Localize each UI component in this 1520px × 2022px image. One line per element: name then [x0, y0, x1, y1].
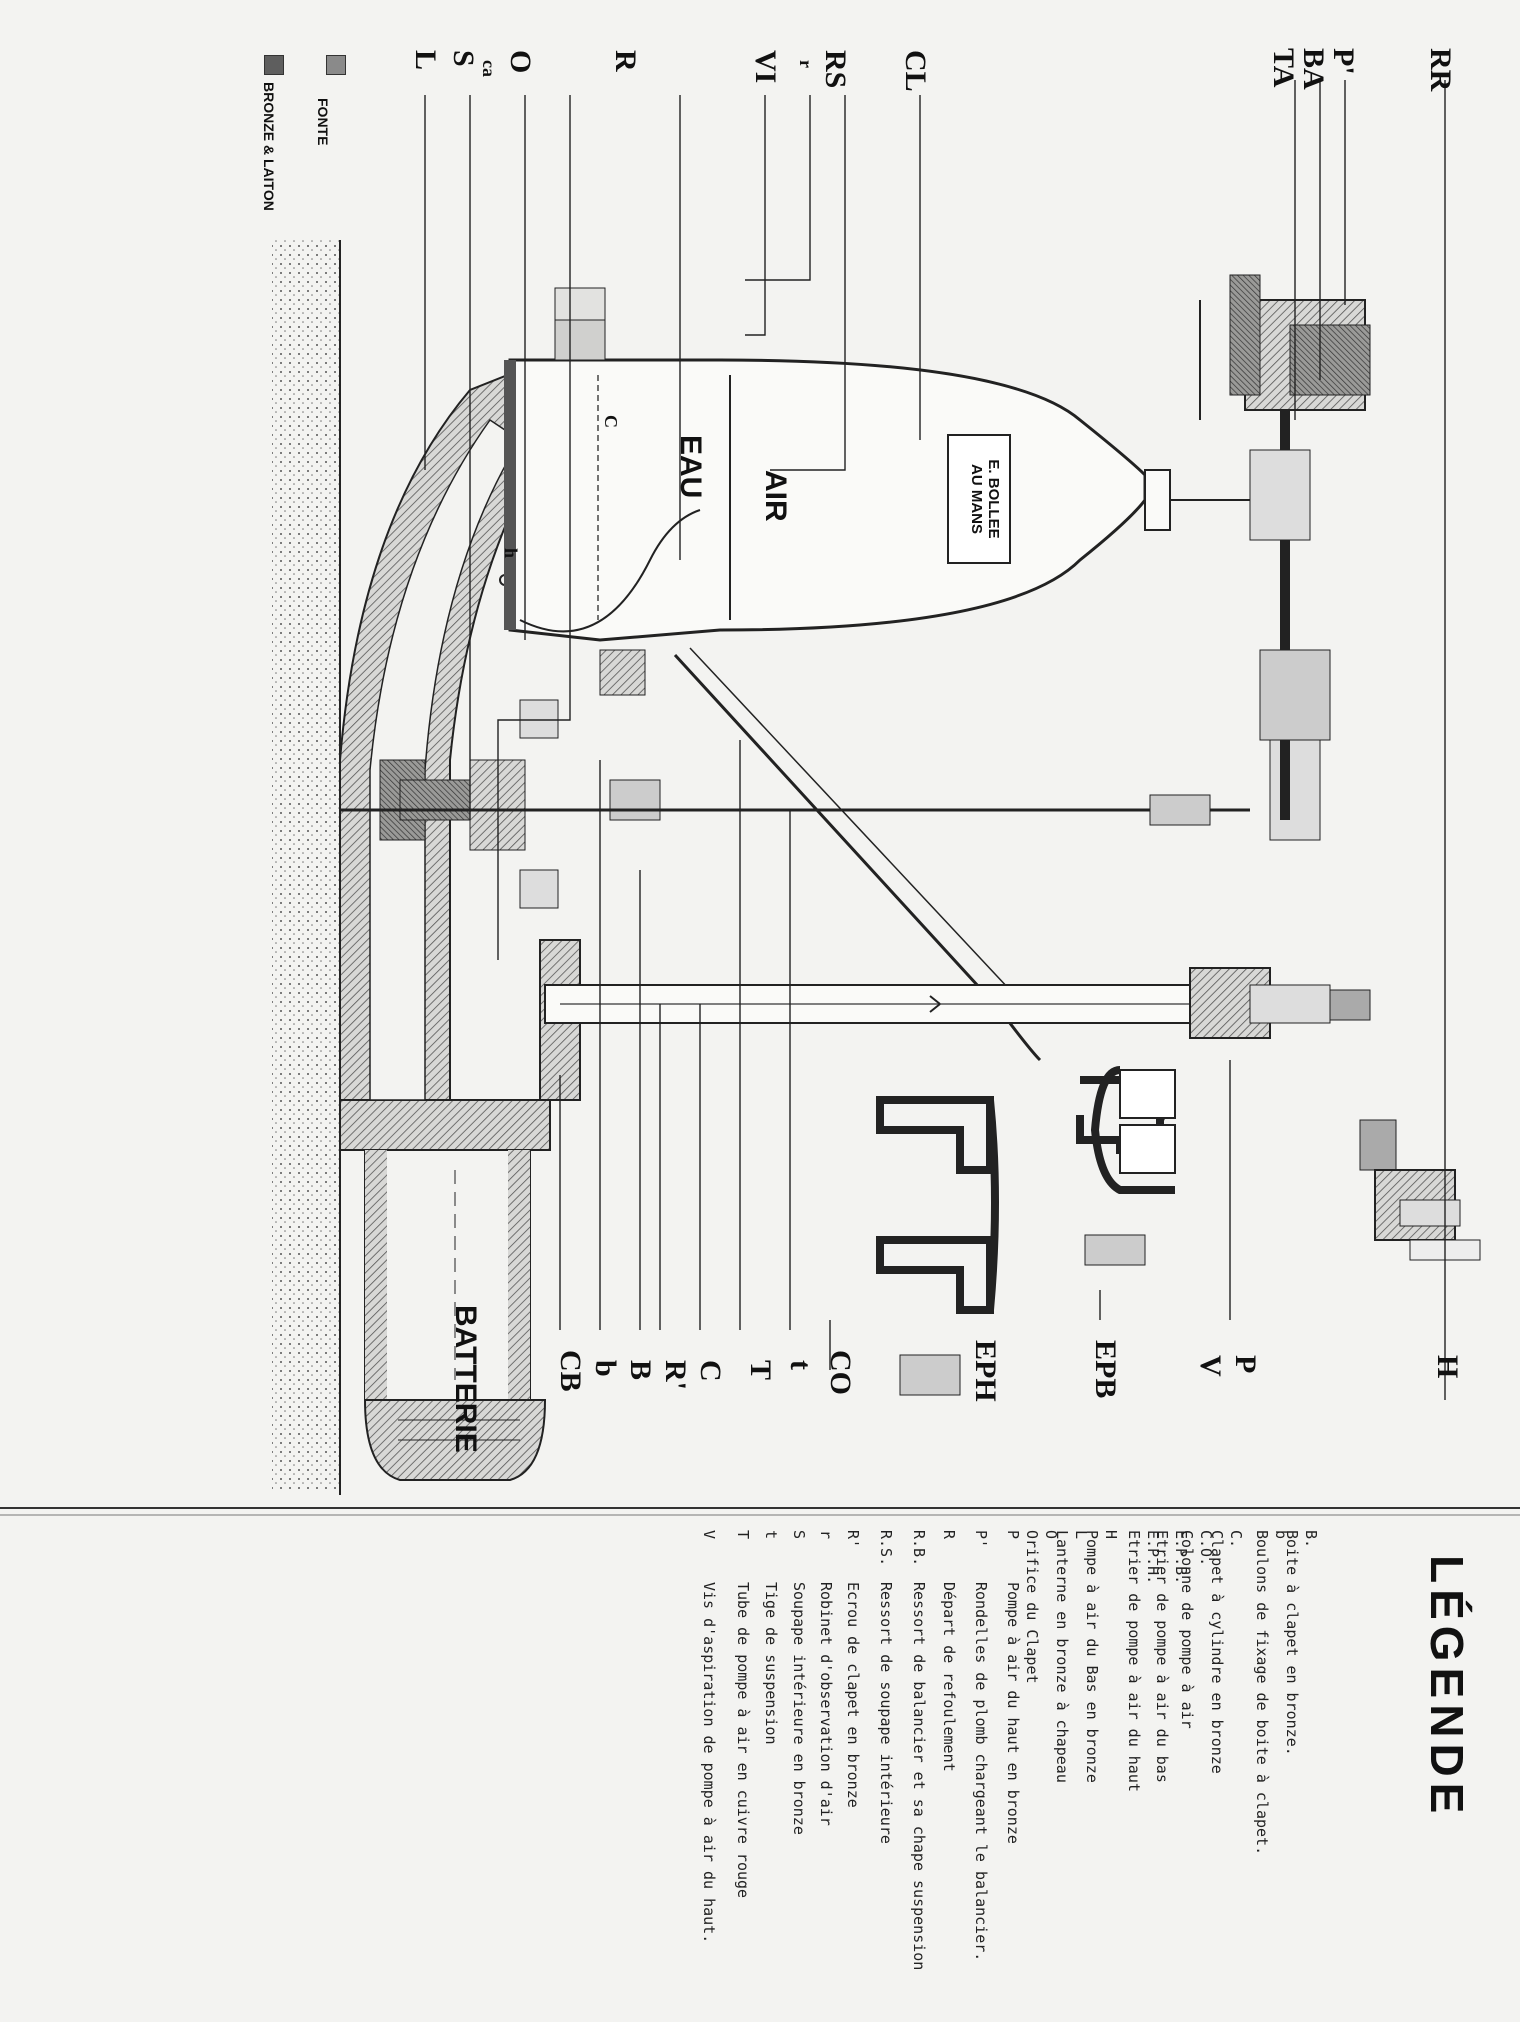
label-epb: EPB: [1089, 1340, 1122, 1399]
legend-item-desc: Robinet d'observation d'air: [817, 1582, 835, 1826]
legend-item-desc: Vis d'aspiration de pompe à air du haut.: [700, 1582, 718, 1944]
label-v: V: [1194, 1355, 1227, 1377]
legend-item-desc: Ecrou de clapet en bronze: [844, 1582, 862, 1808]
legend-item-desc: Pompe à air du haut en bronze: [1004, 1582, 1022, 1844]
label-cb: CB: [554, 1350, 587, 1392]
legend-item-code: E.P.H.: [1144, 1530, 1162, 1585]
legend-item: rRobinet d'observation d'air: [816, 1530, 835, 2022]
legend-item-code: R.B.: [910, 1530, 928, 1567]
legend-item-desc: Boulons de fixage de boite à clapet.: [1253, 1530, 1272, 1856]
air-label: AIR: [759, 470, 792, 522]
legend-item-desc: Tige de suspension: [762, 1582, 780, 1745]
pump-tube: [544, 967, 1371, 1039]
material-fonte-label: FONTE: [315, 98, 331, 146]
legend-item-code: P: [1004, 1530, 1022, 1540]
legend-item-code: R: [940, 1530, 958, 1540]
nameplate-line2: AU MANS: [967, 464, 985, 534]
eau-label: EAU: [674, 435, 707, 499]
label-p: P: [1229, 1355, 1262, 1374]
legend-item-code: R.S.: [877, 1530, 895, 1567]
legend-item: OOrifice du Clapet: [1023, 1530, 1060, 1990]
air-vessel: [504, 287, 1300, 696]
legend-item-desc: Ressort de balancier et sa chape suspens…: [910, 1582, 928, 1971]
legend-item-desc: Orifice du Clapet: [1023, 1530, 1042, 1684]
legend-item: R' Ecrou de clapet en bronze: [843, 1530, 862, 2022]
label-r-prime: R': [659, 1360, 692, 1390]
label-eph: EPH: [969, 1340, 1002, 1402]
legend-item-code: V: [700, 1530, 718, 1540]
legend-item-code: T: [734, 1530, 752, 1540]
nameplate-line1: E. BOLLEE: [985, 459, 1002, 539]
legend-item: E.P.H.Etrier de pompe à air du haut: [1125, 1530, 1162, 1970]
material-bronze-label: BRONZE & LAITON: [261, 82, 277, 211]
fonte-swatch: [326, 55, 346, 75]
legend-item: P' Rondelles de plomb chargeant le balanc…: [971, 1530, 990, 2022]
legend-item-code: C.: [1227, 1530, 1245, 1549]
legend-item: T Tube de pompe à air en cuivre rouge: [733, 1530, 752, 2022]
label-t-small: t: [784, 1360, 817, 1370]
label-vi: VI: [749, 50, 782, 84]
legend-item: bBoulons de fixage de boite à clapet.: [1253, 1530, 1290, 1970]
label-h: H: [1431, 1355, 1464, 1379]
label-b: B: [624, 1360, 657, 1381]
c-mark-label: C: [601, 415, 621, 428]
legend-item: R.B. Ressort de balancier et sa chape sus…: [909, 1530, 928, 2022]
label-b-small: b: [589, 1360, 622, 1377]
legend-item: R.S. Ressort de soupape intérieure: [876, 1530, 895, 2022]
h-mark-label: h: [501, 548, 521, 559]
h-lower-pump: [1359, 1119, 1481, 1261]
nameplate: E. BOLLEE AU MANS: [967, 441, 1002, 557]
ground: [272, 240, 342, 1490]
legend-item-desc: Rondelles de plomb chargeant le balancie…: [972, 1582, 990, 1962]
label-rr: RR: [1424, 48, 1457, 92]
label-r: R: [609, 50, 642, 72]
epb-stirrup: [1076, 1066, 1176, 1266]
legend-item-code: R': [844, 1530, 862, 1549]
legend-title: LÉGENDE: [1421, 1555, 1473, 1820]
batterie-label: BATTERIE: [449, 1305, 482, 1453]
legend-item-code: O: [1042, 1530, 1060, 1540]
balancer: [1199, 274, 1371, 820]
legend-item-code: r: [817, 1530, 835, 1540]
label-r-small: r: [796, 60, 816, 68]
label-rs: RS: [819, 50, 852, 89]
label-ta: TA: [1267, 48, 1300, 88]
legend-item-code: S: [790, 1530, 808, 1540]
label-ca: ca: [479, 60, 499, 77]
label-s: S: [447, 50, 480, 67]
legend-item-code: L: [1072, 1530, 1090, 1540]
label-c: C: [694, 1360, 727, 1382]
central-rod: [340, 739, 1321, 841]
legend-item-desc: Etrier de pompe à air du haut: [1125, 1530, 1144, 1792]
legend-item-code: B.: [1302, 1530, 1320, 1549]
legend-item-desc: Tube de pompe à air en cuivre rouge: [734, 1582, 752, 1899]
label-cl: CL: [899, 50, 932, 92]
leader-lines: [424, 80, 1446, 1400]
legend-item-desc: Ressort de soupape intérieure: [877, 1582, 895, 1844]
nameplate-frame: [947, 434, 1011, 564]
label-co: CO: [824, 1350, 857, 1395]
label-l: L: [409, 50, 442, 71]
label-o: O: [504, 50, 537, 74]
legend-item: tTige de suspension: [761, 1530, 780, 2022]
legend-item-desc: Départ de refoulement: [940, 1582, 958, 1772]
legend-item-code: E.P.B.: [1172, 1530, 1190, 1585]
legend-item-code: P': [972, 1530, 990, 1549]
legend-item: R Départ de refoulement: [939, 1530, 958, 2022]
bronze-swatch: [264, 55, 284, 75]
battery-pipe: [339, 1099, 551, 1481]
label-t: T: [744, 1360, 777, 1381]
legend-item-code: t: [762, 1530, 780, 1540]
legend-item: P Pompe à air du haut en bronze: [1003, 1530, 1022, 2022]
eph-stirrup: [876, 1096, 999, 1396]
ram-section-drawing: [0, 80, 1520, 1516]
legend-item-code: b: [1272, 1530, 1290, 1540]
legend-item: S Soupape intérieure en bronze: [789, 1530, 808, 2022]
legend-item-code: C.O.: [1197, 1530, 1215, 1567]
label-ba: BA: [1297, 48, 1330, 90]
legend-item-code: H: [1102, 1530, 1120, 1540]
legend-item: V Vis d'aspiration de pompe à air du haut…: [699, 1530, 718, 2022]
label-p-prime: P': [1327, 48, 1360, 75]
legend-item-desc: Soupape intérieure en bronze: [790, 1582, 808, 1835]
